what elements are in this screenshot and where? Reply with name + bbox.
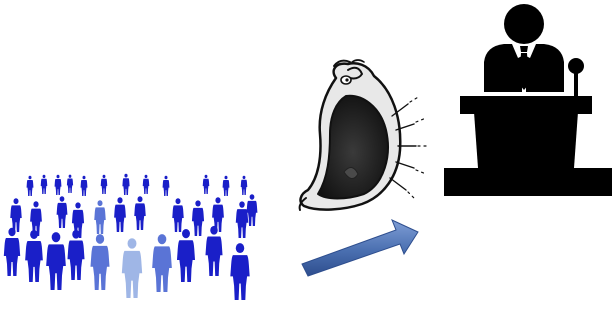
crowd-person bbox=[172, 198, 183, 232]
crowd-person bbox=[223, 176, 230, 196]
crowd-person bbox=[134, 196, 145, 230]
shouting-face-icon bbox=[300, 60, 428, 210]
crowd-person bbox=[90, 234, 109, 290]
crowd-person bbox=[230, 243, 249, 300]
crowd-person bbox=[236, 201, 248, 238]
crowd-icon bbox=[4, 174, 258, 300]
crowd-person bbox=[122, 174, 129, 195]
crowd-person bbox=[177, 229, 195, 282]
crowd-person bbox=[152, 234, 172, 292]
crowd-person bbox=[205, 226, 222, 276]
crowd-person bbox=[55, 175, 62, 195]
crowd-person bbox=[46, 232, 66, 290]
arrow-up-right-icon bbox=[302, 220, 418, 276]
crowd-person bbox=[67, 230, 84, 280]
crowd-person bbox=[10, 198, 21, 232]
crowd-person bbox=[101, 175, 108, 194]
speaker-at-podium-icon bbox=[444, 4, 612, 196]
crowd-person bbox=[57, 196, 68, 228]
crowd-person bbox=[143, 175, 150, 194]
crowd-person bbox=[192, 200, 204, 236]
crowd-person bbox=[94, 200, 105, 234]
crowd-person bbox=[67, 175, 73, 193]
crowd-person bbox=[27, 176, 34, 196]
crowd-person bbox=[247, 194, 258, 226]
crowd-person bbox=[114, 197, 126, 232]
crowd-person bbox=[4, 228, 20, 276]
crowd-person bbox=[203, 175, 210, 194]
crowd-person bbox=[81, 176, 88, 196]
crowd-person bbox=[163, 176, 170, 196]
crowd-person bbox=[41, 175, 48, 194]
crowd-person bbox=[122, 238, 142, 298]
crowd-person bbox=[25, 230, 43, 282]
crowd-person bbox=[241, 176, 248, 195]
